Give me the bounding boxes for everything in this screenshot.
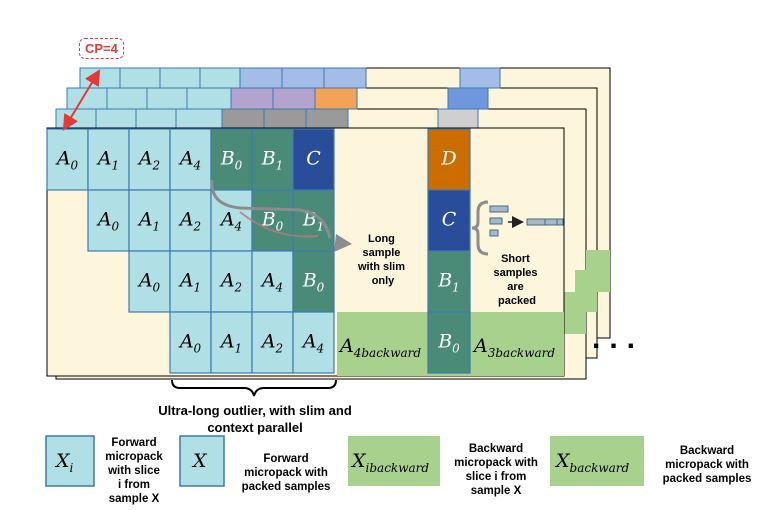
column-cell-label: C (442, 209, 457, 231)
grid-cell-label: C (306, 148, 321, 170)
back-strip-3 (564, 292, 586, 334)
legend-desc-line: i from (118, 479, 150, 491)
legend-desc-line: micropack with (454, 457, 538, 469)
grid-cell-label: A1 (137, 209, 160, 234)
legend: Xi X Xibackward Xbackward (45, 435, 644, 487)
grid-cell-label: A2 (219, 270, 242, 295)
grid-cell-B0 (210, 128, 253, 191)
legend-desc-line: with slice (108, 465, 160, 477)
backward-label-a4: A4backward (338, 335, 421, 360)
column-cell-C (427, 189, 471, 252)
slim-flow-arrow-short (239, 211, 319, 238)
grid-cell-label: A1 (96, 148, 119, 173)
outlier-caption: Ultra-long outlier, with slim and contex… (140, 402, 370, 436)
legend-box-backward-slice (348, 436, 440, 486)
legend-desc-backward-slice: Backward micropack with slice i from sam… (448, 442, 544, 498)
legend-desc-line: slice i from (465, 471, 527, 483)
column-cell-B0 (427, 311, 471, 374)
grid-cell-label: B0 (261, 209, 284, 234)
long-sample-label: Long sample with slim only (357, 233, 408, 287)
legend-desc-line: Backward (679, 445, 735, 457)
grid-cell-A4 (251, 250, 294, 313)
grid-cell-A4 (169, 128, 212, 191)
grid-cell-A4 (292, 311, 335, 374)
legend-box-forward-slice (45, 435, 95, 487)
short-samples-label: Short samples are packed (493, 253, 540, 307)
grid-cell-label: B0 (302, 270, 325, 295)
legend-box-forward-packed-label: X (191, 450, 208, 472)
legend-desc-line: micropack with (244, 467, 328, 479)
grid-cell-label: A1 (178, 270, 201, 295)
grid-cell-label: A4 (219, 209, 242, 234)
legend-box-backward-packed-label: Xbackward (554, 450, 630, 475)
grid-cell-B0 (251, 189, 294, 252)
column-cell-label: B1 (437, 270, 460, 295)
outlier-caption-line-1: Ultra-long outlier, with slim and (158, 403, 352, 418)
grid-cell-B1 (292, 189, 335, 252)
legend-desc-line: Backward (468, 443, 524, 455)
grid-cell-label: A0 (96, 209, 120, 234)
grid-cell-label: A4 (301, 331, 324, 356)
legend-desc-line: micropack (105, 451, 163, 463)
grid-cell-A0 (46, 128, 89, 191)
legend-desc-backward-packed: Backward micropack with packed samples (648, 444, 766, 486)
grid-cell-label: A0 (137, 270, 161, 295)
column-cell-D (427, 128, 471, 191)
grid-cell-label: A0 (178, 331, 202, 356)
back-row-1 (79, 67, 501, 89)
outlier-brace (171, 379, 337, 397)
grid-cell-B0 (292, 250, 335, 313)
grid-cell-A2 (128, 128, 171, 191)
ellipsis: ... (592, 322, 645, 355)
legend-desc-line: packed samples (241, 481, 331, 493)
packing-icon (471, 200, 564, 256)
grid-cell-label: B0 (220, 148, 243, 173)
cp-arrow (62, 69, 101, 131)
grid-cell-A0 (169, 311, 212, 374)
legend-desc-line: packed samples (662, 473, 752, 485)
slim-flow-arrow (210, 179, 332, 239)
cp-label: CP=4 (79, 38, 124, 59)
legend-box-forward-packed (179, 435, 225, 487)
legend-box-backward-slice-label: Xibackward (350, 450, 429, 475)
grid-cell-label: A4 (178, 148, 201, 173)
legend-desc-line: Forward (263, 453, 309, 465)
legend-box-forward-slice-label: Xi (54, 450, 74, 475)
outlier-caption-line-2: context parallel (207, 420, 303, 435)
legend-desc-line: Forward (111, 437, 157, 449)
legend-desc-line: sample X (470, 485, 522, 497)
grid-cell-label: A1 (219, 331, 242, 356)
grid-cell-label: A2 (137, 148, 160, 173)
grid-cell-label: B1 (261, 148, 284, 173)
legend-desc-line: sample X (108, 493, 160, 505)
legend-desc-forward-packed: Forward micropack with packed samples (232, 452, 340, 494)
column-cell-label: B0 (437, 331, 460, 356)
legend-desc-forward-slice: Forward micropack with slice i from samp… (98, 436, 170, 506)
grid-cell-A2 (169, 189, 212, 252)
column-cell-label: D (440, 148, 456, 170)
grid-cell-label: A2 (260, 331, 283, 356)
backward-label-a3: A3backward (472, 335, 555, 360)
grid-cell-A1 (210, 311, 253, 374)
grid-cell-label: A0 (55, 148, 79, 173)
arrow-head-icon (334, 234, 352, 252)
legend-desc-line: micropack with (665, 459, 749, 471)
grid-cell-label: A2 (178, 209, 201, 234)
grid-cell-A1 (169, 250, 212, 313)
legend-box-backward-packed (550, 436, 644, 486)
grid-cell-label: A4 (260, 270, 283, 295)
